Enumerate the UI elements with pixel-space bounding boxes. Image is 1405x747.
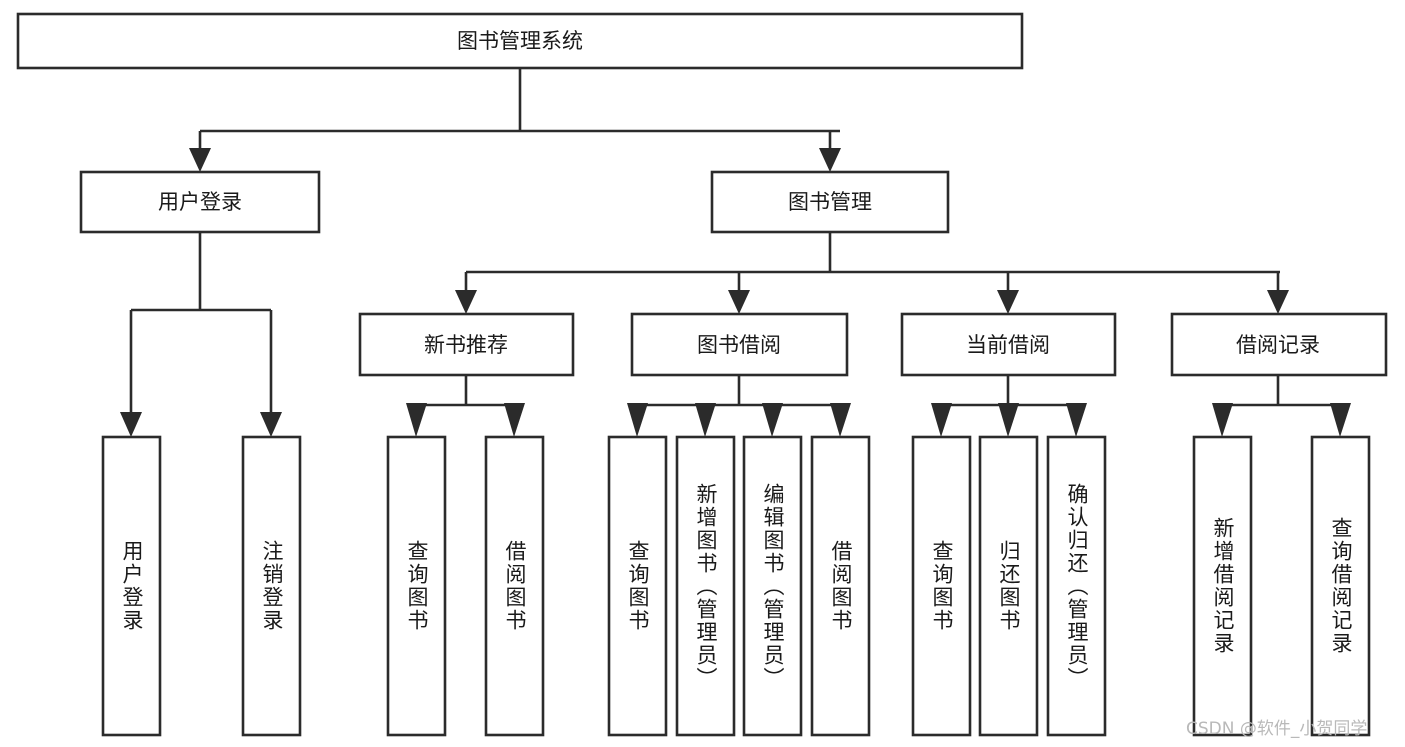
- node-leaf-borrow-book-1-box[interactable]: [484, 435, 545, 737]
- node-new-book-recommend-box[interactable]: [358, 312, 575, 377]
- node-book-manage[interactable]: 图书管理: [710, 170, 950, 234]
- arrowhead-leaf-borrow-book-2: [830, 403, 851, 437]
- node-book-borrow-label: 图书借阅: [697, 333, 781, 357]
- arrowhead-leaf-borrow-book-1: [504, 403, 525, 437]
- node-leaf-add-book-box[interactable]: [675, 435, 736, 737]
- node-root-label: 图书管理系统: [457, 29, 583, 53]
- node-leaf-query-book-3-box[interactable]: [911, 435, 972, 737]
- node-root-box[interactable]: [16, 12, 1024, 70]
- node-book-manage-box[interactable]: [710, 170, 950, 234]
- arrowhead-user-login: [189, 148, 211, 172]
- node-user-login[interactable]: 用户登录: [79, 170, 321, 234]
- arrowhead-book-manage: [819, 148, 841, 172]
- arrowhead-leaf-query-book-1: [406, 403, 427, 437]
- node-user-login-label: 用户登录: [158, 190, 242, 214]
- node-leaf-user-logout-box[interactable]: [241, 435, 302, 737]
- arrowhead-leaf-user-logout: [260, 412, 282, 437]
- leaf-box-group: [101, 435, 1371, 737]
- node-leaf-borrow-book-2-box[interactable]: [810, 435, 871, 737]
- node-leaf-query-record-box[interactable]: [1310, 435, 1371, 737]
- node-current-borrow[interactable]: 当前借阅: [900, 312, 1117, 377]
- node-new-book-recommend[interactable]: 新书推荐: [358, 312, 575, 377]
- node-leaf-confirm-return-box[interactable]: [1046, 435, 1107, 737]
- node-user-login-box[interactable]: [79, 170, 321, 234]
- node-book-borrow-box[interactable]: [630, 312, 849, 377]
- node-new-book-recommend-label: 新书推荐: [424, 333, 508, 357]
- arrowhead-leaf-add-book: [695, 403, 716, 437]
- arrowhead-group: [120, 148, 1351, 437]
- node-borrow-record-box[interactable]: [1170, 312, 1388, 377]
- node-current-borrow-label: 当前借阅: [966, 333, 1050, 357]
- arrowhead-leaf-confirm-return: [1066, 403, 1087, 437]
- arrowhead-leaf-query-book-3: [931, 403, 952, 437]
- arrowhead-leaf-query-book-2: [627, 403, 648, 437]
- node-root[interactable]: 图书管理系统: [16, 12, 1024, 70]
- watermark-text: CSDN @软件_小贺同学: [1186, 719, 1368, 739]
- arrowhead-book-borrow: [728, 290, 750, 314]
- node-leaf-query-book-1-box[interactable]: [386, 435, 447, 737]
- node-leaf-query-book-2-box[interactable]: [607, 435, 668, 737]
- arrowhead-leaf-return-book: [998, 403, 1019, 437]
- node-borrow-record[interactable]: 借阅记录: [1170, 312, 1388, 377]
- node-borrow-record-label: 借阅记录: [1236, 333, 1320, 357]
- node-leaf-user-login-box[interactable]: [101, 435, 162, 737]
- node-book-borrow[interactable]: 图书借阅: [630, 312, 849, 377]
- arrowhead-leaf-query-record: [1330, 403, 1351, 437]
- node-current-borrow-box[interactable]: [900, 312, 1117, 377]
- node-leaf-add-record-box[interactable]: [1192, 435, 1253, 737]
- node-book-manage-label: 图书管理: [788, 190, 872, 214]
- arrowhead-current-borrow: [997, 290, 1019, 314]
- arrowhead-borrow-record: [1267, 290, 1289, 314]
- node-leaf-return-book-box[interactable]: [978, 435, 1039, 737]
- arrowhead-leaf-edit-book: [762, 403, 783, 437]
- arrowhead-leaf-add-record: [1212, 403, 1233, 437]
- arrowhead-leaf-user-login: [120, 412, 142, 437]
- arrowhead-new-book-recommend: [455, 290, 477, 314]
- node-leaf-edit-book-box[interactable]: [742, 435, 803, 737]
